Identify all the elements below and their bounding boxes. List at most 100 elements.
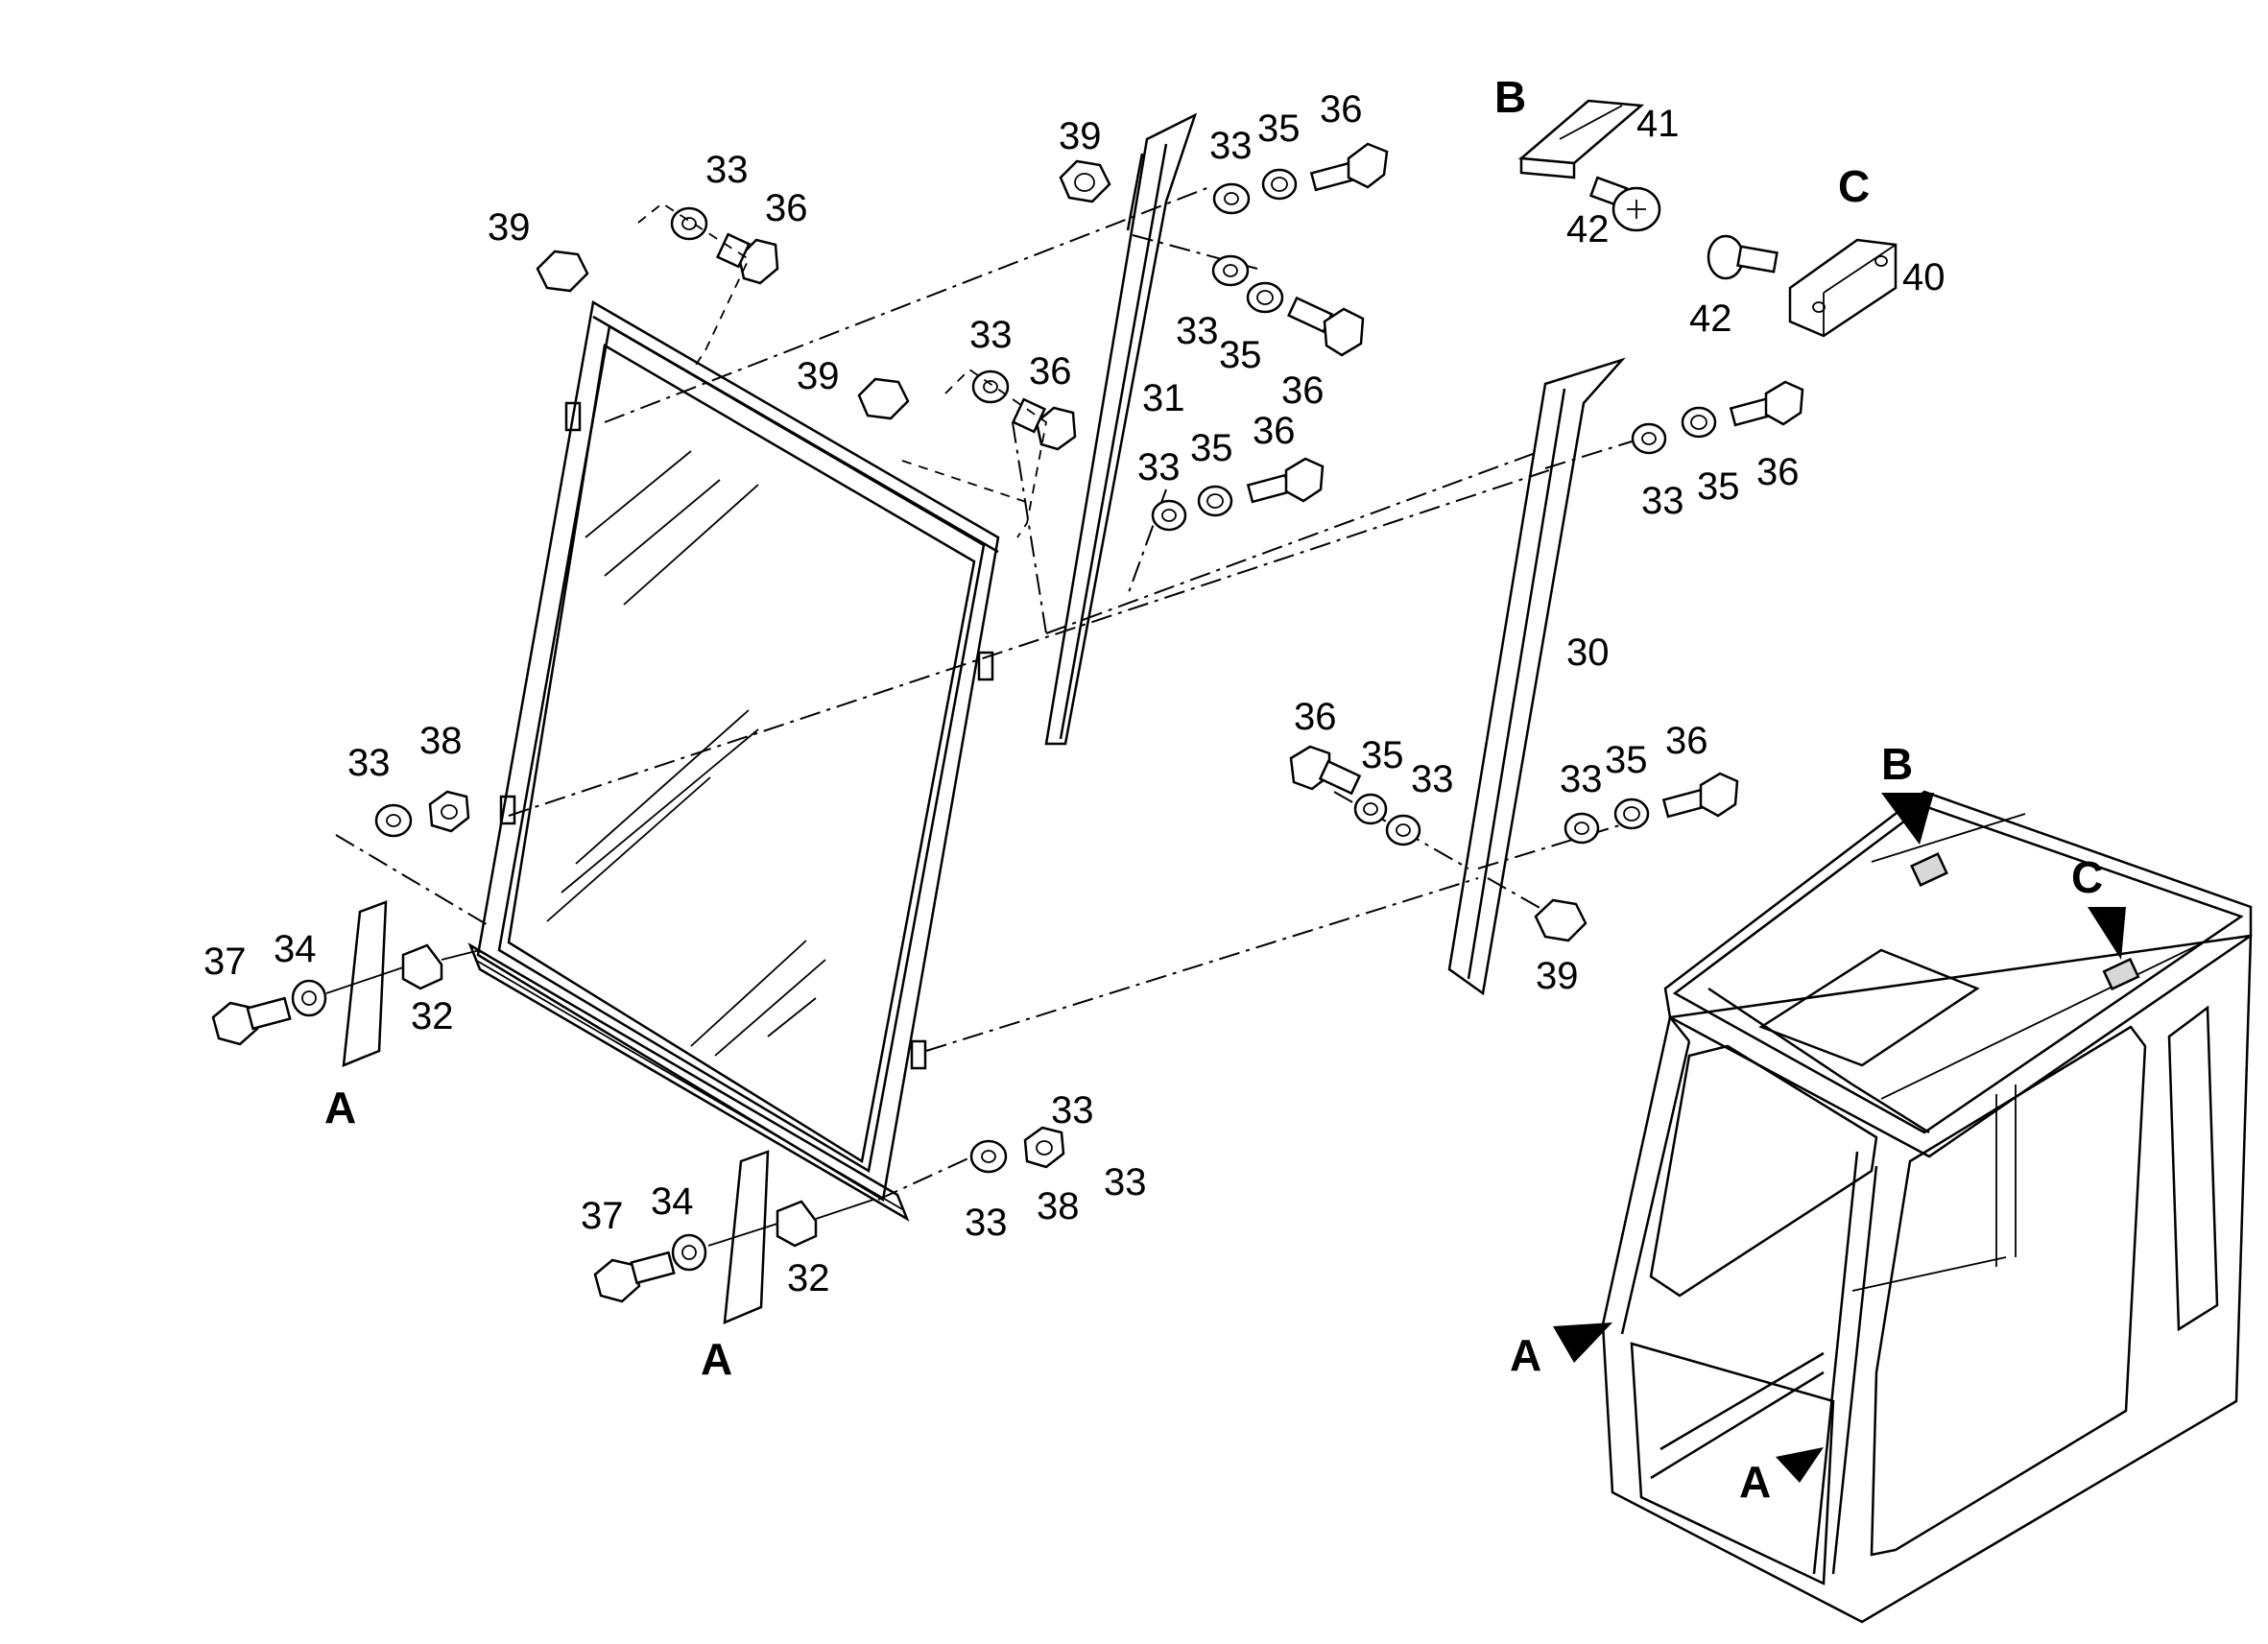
marker-a-cab2 bbox=[1776, 1447, 1824, 1483]
washer-33-j bbox=[969, 1139, 1008, 1174]
label-32: 32 bbox=[411, 995, 454, 1037]
label-36: 36 bbox=[1029, 350, 1072, 393]
label-42: 42 bbox=[1689, 298, 1732, 340]
washer-33-h bbox=[1564, 812, 1600, 845]
label-41: 41 bbox=[1636, 103, 1680, 145]
washer-33-a bbox=[670, 206, 708, 241]
cap-nut-39-c bbox=[1059, 159, 1111, 203]
nut-38-b bbox=[1023, 1126, 1065, 1169]
label-35: 35 bbox=[1219, 334, 1262, 376]
label-39: 39 bbox=[488, 206, 531, 249]
detail-letter-b: B bbox=[1494, 72, 1526, 122]
marker-c-cab bbox=[2088, 907, 2126, 960]
label-37: 37 bbox=[203, 941, 247, 983]
bolt-36-b bbox=[1035, 406, 1077, 451]
pillar-30 bbox=[1447, 357, 1626, 996]
bolt-36-g bbox=[1289, 745, 1331, 791]
bracket-a-bottom bbox=[723, 1150, 770, 1324]
label-42: 42 bbox=[1566, 208, 1610, 250]
detail-letter-a: A bbox=[324, 1083, 356, 1132]
label-33: 33 bbox=[1051, 1089, 1094, 1132]
label-33: 33 bbox=[1137, 446, 1181, 488]
part-number-labels: 30 31 32 32 33 33 33 33 33 33 33 33 33 3… bbox=[203, 72, 2103, 1507]
label-35: 35 bbox=[1605, 739, 1648, 781]
label-36: 36 bbox=[1756, 451, 1800, 493]
detail-letter-a: A bbox=[1510, 1330, 1541, 1380]
label-38: 38 bbox=[1037, 1185, 1080, 1227]
label-30: 30 bbox=[1566, 631, 1610, 674]
label-35: 35 bbox=[1257, 107, 1301, 150]
washer-33-g bbox=[1385, 814, 1421, 846]
nut-38-a bbox=[428, 790, 470, 833]
bolt-36-a bbox=[737, 238, 779, 285]
label-36: 36 bbox=[1281, 369, 1325, 412]
bolt-37-a bbox=[211, 1001, 259, 1046]
detail-letter-a: A bbox=[1739, 1457, 1771, 1507]
label-33: 33 bbox=[969, 314, 1013, 356]
label-33: 33 bbox=[1560, 758, 1603, 800]
washer-33-f bbox=[1631, 422, 1667, 455]
screw-42-b bbox=[1707, 234, 1745, 280]
bolt-37-b bbox=[593, 1258, 641, 1303]
washer-34-b bbox=[671, 1233, 707, 1272]
bolt-36-c bbox=[1347, 142, 1389, 189]
label-33: 33 bbox=[1104, 1161, 1147, 1203]
label-40: 40 bbox=[1902, 256, 1946, 298]
label-35: 35 bbox=[1361, 734, 1404, 776]
bolt-36-d bbox=[1323, 307, 1365, 357]
label-37: 37 bbox=[581, 1195, 624, 1237]
label-33: 33 bbox=[965, 1202, 1008, 1244]
label-33: 33 bbox=[1176, 310, 1219, 352]
washer-35-d bbox=[1681, 406, 1717, 439]
label-33: 33 bbox=[347, 742, 391, 784]
washer-34-a bbox=[291, 979, 327, 1017]
label-35: 35 bbox=[1697, 465, 1740, 508]
washer-35-e bbox=[1353, 793, 1388, 825]
detail-letter-a: A bbox=[701, 1334, 732, 1384]
detail-clips bbox=[1517, 99, 1898, 338]
label-36: 36 bbox=[1253, 410, 1296, 452]
washer-35-b bbox=[1246, 281, 1284, 314]
bracket-a-left bbox=[342, 900, 388, 1067]
bolt-36-f bbox=[1764, 380, 1804, 426]
pillar-31 bbox=[1044, 112, 1198, 746]
washer-35-a bbox=[1261, 168, 1298, 201]
clip-41 bbox=[1517, 99, 1645, 165]
marker-a-cab1 bbox=[1553, 1322, 1612, 1363]
label-34: 34 bbox=[274, 928, 317, 970]
label-36: 36 bbox=[1320, 88, 1363, 131]
washer-33-i bbox=[374, 803, 413, 838]
detail-letter-b: B bbox=[1881, 739, 1913, 789]
fasteners bbox=[211, 142, 1804, 1324]
label-39: 39 bbox=[1536, 955, 1579, 997]
washer-33-b bbox=[971, 369, 1010, 404]
front-window-frame bbox=[467, 300, 1000, 1222]
washer-35-f bbox=[1613, 798, 1650, 830]
label-38: 38 bbox=[419, 720, 463, 762]
label-39: 39 bbox=[1059, 115, 1102, 157]
detail-letter-c: C bbox=[2071, 852, 2103, 902]
washer-33-e bbox=[1151, 499, 1187, 532]
label-36: 36 bbox=[765, 187, 808, 229]
label-33: 33 bbox=[1411, 758, 1454, 800]
cap-nut-39-d bbox=[1534, 898, 1588, 942]
label-39: 39 bbox=[797, 355, 840, 397]
label-33: 33 bbox=[1641, 480, 1684, 522]
label-33: 33 bbox=[705, 149, 749, 191]
bolt-36-e bbox=[1284, 457, 1325, 503]
cab-overview bbox=[1553, 790, 2253, 1624]
bushing-32-b bbox=[776, 1200, 818, 1248]
label-32: 32 bbox=[787, 1257, 830, 1299]
washer-33-c bbox=[1212, 182, 1251, 215]
label-34: 34 bbox=[651, 1180, 694, 1223]
cap-nut-39-b bbox=[857, 377, 910, 420]
washer-33-d bbox=[1211, 254, 1250, 287]
label-35: 35 bbox=[1190, 427, 1233, 469]
label-33: 33 bbox=[1209, 125, 1253, 167]
cap-nut-39-a bbox=[536, 250, 589, 293]
marker-b-cab bbox=[1881, 793, 1934, 845]
bushing-32-a bbox=[401, 943, 443, 990]
bolt-36-h bbox=[1699, 772, 1739, 818]
detail-letter-c: C bbox=[1838, 161, 1870, 211]
